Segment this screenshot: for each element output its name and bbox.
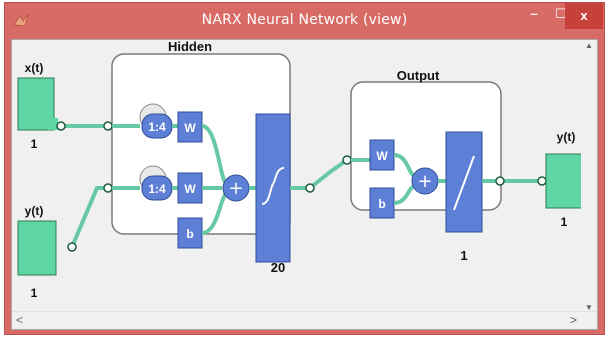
- hidden-weight-1: [177, 111, 203, 143]
- narx-diagram: Hidden Output x(t) 1 y(t) 1 1:4: [17, 40, 582, 300]
- output-in-port: [342, 155, 352, 165]
- diagram-view: Hidden Output x(t) 1 y(t) 1 1:4: [11, 39, 598, 330]
- maximize-button[interactable]: ☐: [555, 6, 567, 21]
- minimize-button[interactable]: –: [530, 6, 538, 21]
- output-y-size: 1: [561, 215, 568, 229]
- matlab-icon: [13, 13, 29, 27]
- scroll-right-arrow[interactable]: >: [569, 313, 577, 327]
- horizontal-scrollbar[interactable]: < >: [12, 311, 597, 329]
- hidden-layer-title: Hidden: [168, 40, 212, 54]
- vertical-scrollbar[interactable]: ▲ ▼: [581, 40, 597, 313]
- hidden-weight-2-label: W: [184, 182, 196, 196]
- scroll-left-arrow[interactable]: <: [16, 313, 24, 327]
- output-y-label: y(t): [557, 130, 576, 144]
- output-y-block: [545, 153, 582, 209]
- hidden-out-port: [305, 183, 315, 193]
- output-layer-size: 1: [460, 248, 467, 263]
- hidden-in-port-2: [103, 183, 113, 193]
- input-x-port: [56, 121, 66, 131]
- output-sum-plus: +: [417, 171, 432, 192]
- input-x-size: 1: [31, 137, 38, 151]
- input-y-label: y(t): [25, 204, 44, 218]
- scroll-up-arrow[interactable]: ▲: [585, 41, 593, 50]
- y-in-port: [537, 176, 547, 186]
- input-y-block: [17, 220, 57, 276]
- output-out-port: [495, 176, 505, 186]
- hidden-bias: [177, 217, 203, 249]
- output-layer-title: Output: [397, 68, 440, 83]
- hidden-sum-plus: +: [228, 178, 243, 199]
- output-weight: [369, 139, 395, 171]
- tansig-curve: [261, 167, 285, 205]
- window-title: NARX Neural Network (view): [201, 12, 408, 28]
- hidden-weight-1-label: W: [184, 121, 196, 135]
- hidden-in-port-1: [103, 121, 113, 131]
- delay-label-1: 1:4: [148, 120, 166, 134]
- delay-label-2: 1:4: [148, 182, 166, 196]
- scroll-down-arrow[interactable]: ▼: [585, 303, 593, 312]
- output-bias-label: b: [378, 197, 385, 211]
- hidden-layer-size: 20: [271, 260, 285, 275]
- output-weight-label: W: [376, 149, 388, 163]
- app-window: NARX Neural Network (view) – ☐ x Hidden …: [4, 2, 605, 335]
- purelin-line: [453, 155, 475, 211]
- hidden-bias-label: b: [186, 227, 193, 241]
- title-bar[interactable]: NARX Neural Network (view) – ☐ x: [5, 3, 604, 39]
- input-y-size: 1: [31, 286, 38, 300]
- close-button[interactable]: x: [565, 3, 603, 29]
- input-y-port: [67, 242, 77, 252]
- input-x-label: x(t): [25, 61, 44, 75]
- hidden-transfer-fn: [255, 113, 291, 263]
- input-x-block-tab: [48, 118, 58, 130]
